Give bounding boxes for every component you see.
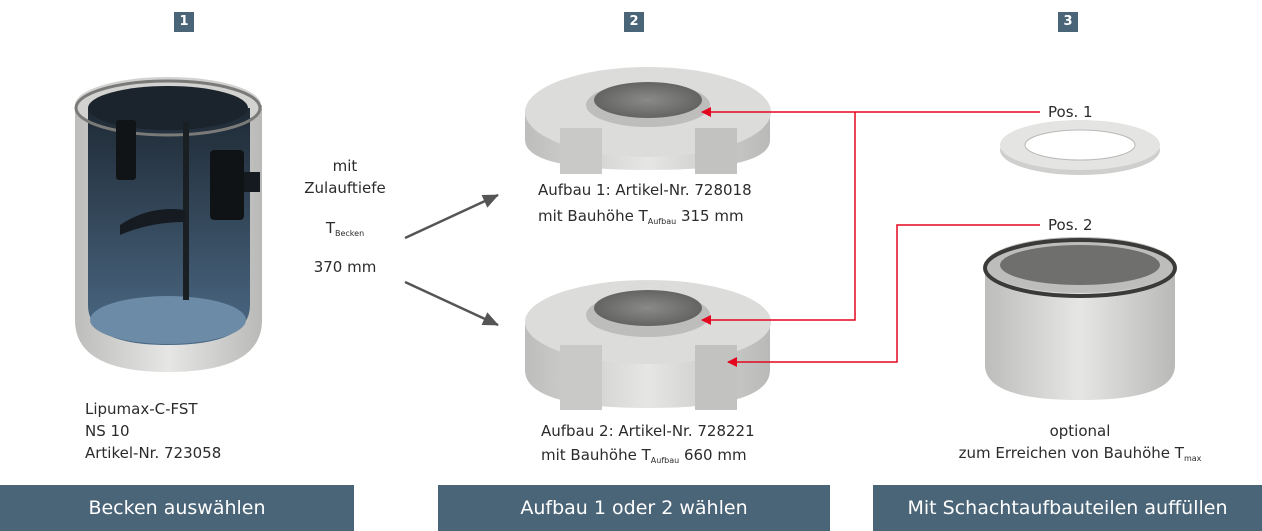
arrow-to-aufbau-1 — [404, 193, 499, 240]
inlet-line-2: Zulauftiefe — [304, 179, 386, 197]
inlet-line-1: mit — [332, 157, 358, 175]
aufbau-1-height: mit Bauhöhe TAufbau 315 mm — [538, 207, 744, 226]
aufbau-2-article: Aufbau 2: Artikel-Nr. 728221 — [541, 422, 755, 440]
pos-2-connector — [727, 224, 1040, 367]
pos-1-ring-illustration — [1000, 120, 1160, 175]
basin-size: NS 10 — [85, 422, 130, 440]
inlet-value: 370 mm — [313, 258, 377, 276]
step-2-badge: 2 — [624, 12, 644, 32]
pos-2-ring-illustration — [983, 237, 1177, 400]
pos-2-label: Pos. 2 — [1048, 216, 1093, 234]
optional-label: optional — [1049, 422, 1111, 440]
optional-description: zum Erreichen von Bauhöhe Tmax — [958, 444, 1202, 463]
pos-1-label: Pos. 1 — [1048, 103, 1093, 121]
step-2-bar: Aufbau 1 oder 2 wählen — [438, 485, 830, 531]
basin-illustration — [74, 77, 262, 372]
step-3-badge: 3 — [1058, 12, 1078, 32]
step-1-bar: Becken auswählen — [0, 485, 354, 531]
aufbau-1-illustration — [525, 67, 771, 174]
step-3-bar: Mit Schachtaufbauteilen auffüllen — [873, 485, 1262, 531]
pos-1-connector — [701, 107, 1040, 325]
arrow-to-aufbau-2 — [404, 280, 499, 327]
basin-name: Lipumax-C-FST — [85, 400, 198, 418]
aufbau-2-illustration — [525, 280, 771, 410]
aufbau-1-article: Aufbau 1: Artikel-Nr. 728018 — [538, 181, 752, 199]
inlet-symbol: TBecken — [325, 219, 365, 238]
aufbau-2-height: mit Bauhöhe TAufbau 660 mm — [541, 446, 747, 465]
basin-article: Artikel-Nr. 723058 — [85, 444, 222, 462]
step-1-badge: 1 — [174, 12, 194, 32]
